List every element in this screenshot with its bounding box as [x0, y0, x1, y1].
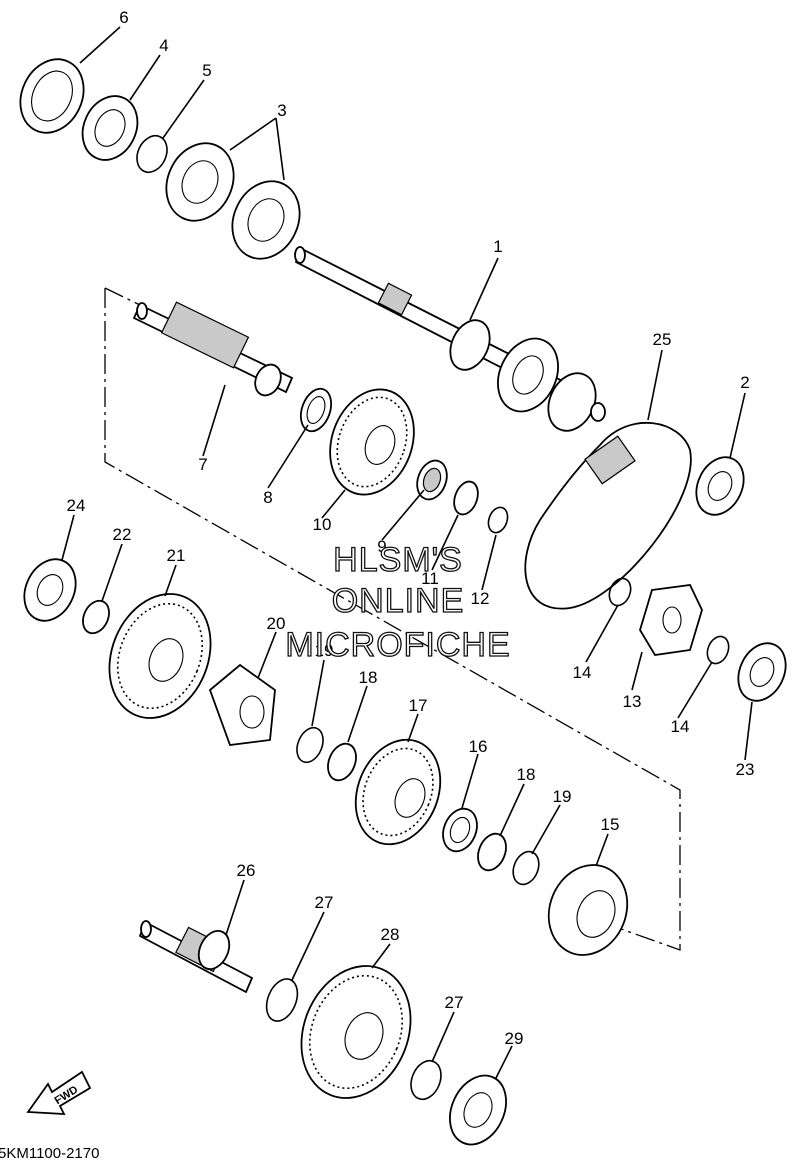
- watermark-line-1: HLSM'S: [333, 541, 463, 579]
- part-number-label: 4: [159, 36, 168, 55]
- part-number-label: 17: [409, 696, 428, 715]
- o-ring: [136, 134, 168, 174]
- circlip: [608, 577, 632, 607]
- watermark-line-3: MICROFICHE: [285, 626, 510, 664]
- part-number-label: 12: [471, 589, 490, 608]
- gear: [354, 738, 442, 846]
- part-number-label: 6: [119, 8, 128, 27]
- part-number-label: 19: [553, 787, 572, 806]
- thrust-washer: [299, 387, 333, 433]
- gear: [300, 965, 412, 1099]
- part-number-label: 13: [623, 692, 642, 711]
- part-number-label: 27: [445, 993, 464, 1012]
- part-number-label: 28: [381, 925, 400, 944]
- bearing-pair: [165, 142, 301, 260]
- washer: [477, 832, 507, 872]
- assembly-outline: [104, 287, 681, 951]
- part-number-label: 22: [113, 525, 132, 544]
- part-number-label: 16: [469, 737, 488, 756]
- circlip: [296, 726, 324, 764]
- drive-chain: [524, 421, 692, 610]
- drawing-code: 5KM1100-2170: [0, 1145, 99, 1162]
- bushing: [442, 807, 478, 853]
- leader-lines: [61, 26, 753, 1079]
- part-number-label: 25: [653, 330, 672, 349]
- bearing: [23, 558, 77, 622]
- bearing: [695, 456, 745, 516]
- part-number-label: 18: [359, 668, 378, 687]
- part-number-label: 19: [315, 641, 334, 660]
- circlip: [706, 635, 730, 665]
- part-number-label: 23: [736, 760, 755, 779]
- circlip: [265, 978, 299, 1022]
- oil-seal: [19, 58, 85, 134]
- part-number-label: 14: [671, 717, 690, 736]
- collar: [81, 95, 139, 161]
- sprocket-gear: [108, 593, 212, 719]
- drive-axle: [132, 301, 294, 397]
- part-number-label: 11: [421, 569, 439, 588]
- washer: [327, 742, 357, 782]
- part-number-label: 8: [263, 488, 272, 507]
- part-number-label: 26: [237, 861, 256, 880]
- part-number-label: 27: [315, 893, 334, 912]
- part-number-label: 1: [493, 237, 502, 256]
- bearing: [449, 1074, 507, 1146]
- part-number-label: 24: [67, 496, 86, 515]
- circlip: [410, 1059, 442, 1101]
- bearing: [737, 642, 787, 702]
- part-number-label: 21: [167, 546, 186, 565]
- part-number-label: 14: [573, 663, 592, 682]
- part-number-label: 5: [202, 61, 211, 80]
- needle-bearing: [416, 459, 448, 501]
- part-number-label: 7: [198, 455, 207, 474]
- circlip: [487, 506, 509, 534]
- part-number-labels: 1234567891011121314141516171818191920212…: [67, 8, 755, 1048]
- part-number-label: 20: [267, 614, 286, 633]
- gear: [329, 388, 415, 496]
- clutch-gear: [547, 864, 629, 956]
- forward-direction-arrow: FWD: [26, 1070, 92, 1115]
- part-number-label: 29: [505, 1029, 524, 1048]
- circlip: [512, 850, 540, 886]
- watermark-line-2: ONLINE: [332, 582, 465, 620]
- part-number-label: 10: [313, 515, 332, 534]
- part-number-label: 18: [517, 765, 536, 784]
- part-number-label: 15: [601, 815, 620, 834]
- washer: [82, 599, 110, 635]
- sprocket-plate: [639, 584, 703, 656]
- part-number-label: 3: [277, 101, 286, 120]
- washer: [453, 480, 479, 516]
- part-number-label: 9: [377, 537, 386, 556]
- reverse-axle: [138, 920, 254, 994]
- main-axle: [294, 246, 606, 432]
- part-number-label: 2: [740, 373, 749, 392]
- dog-clutch: [208, 663, 276, 746]
